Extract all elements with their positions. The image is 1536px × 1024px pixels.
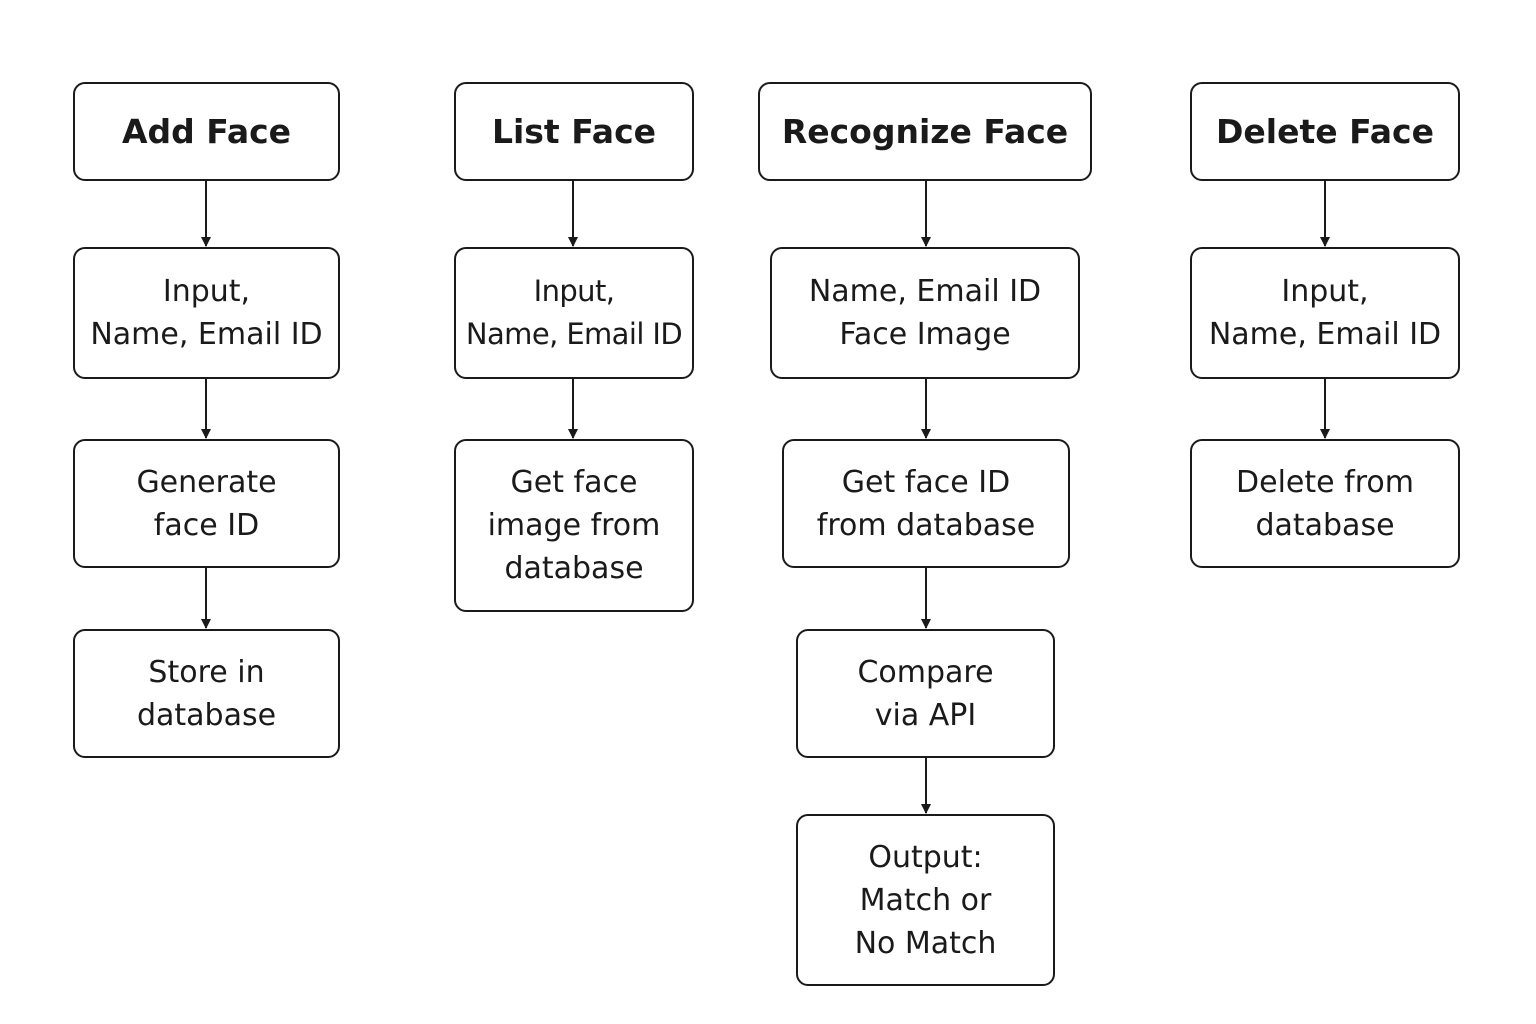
add-face-store-node: Store in database bbox=[73, 629, 340, 758]
recognize-face-output-node: Output: Match or No Match bbox=[796, 814, 1055, 986]
add-face-generate-id-node: Generate face ID bbox=[73, 439, 340, 568]
add-face-header: Add Face bbox=[73, 82, 340, 181]
add-face-input-node: Input, Name, Email ID bbox=[73, 247, 340, 379]
list-face-input-node: Input, Name, Email ID bbox=[454, 247, 694, 379]
delete-face-header: Delete Face bbox=[1190, 82, 1460, 181]
recognize-face-get-id-node: Get face ID from database bbox=[782, 439, 1070, 568]
list-face-get-image-node: Get face image from database bbox=[454, 439, 694, 612]
recognize-face-compare-node: Compare via API bbox=[796, 629, 1055, 758]
recognize-face-header: Recognize Face bbox=[758, 82, 1092, 181]
list-face-header: List Face bbox=[454, 82, 694, 181]
delete-face-input-node: Input, Name, Email ID bbox=[1190, 247, 1460, 379]
recognize-face-input-node: Name, Email ID Face Image bbox=[770, 247, 1080, 379]
delete-face-delete-node: Delete from database bbox=[1190, 439, 1460, 568]
